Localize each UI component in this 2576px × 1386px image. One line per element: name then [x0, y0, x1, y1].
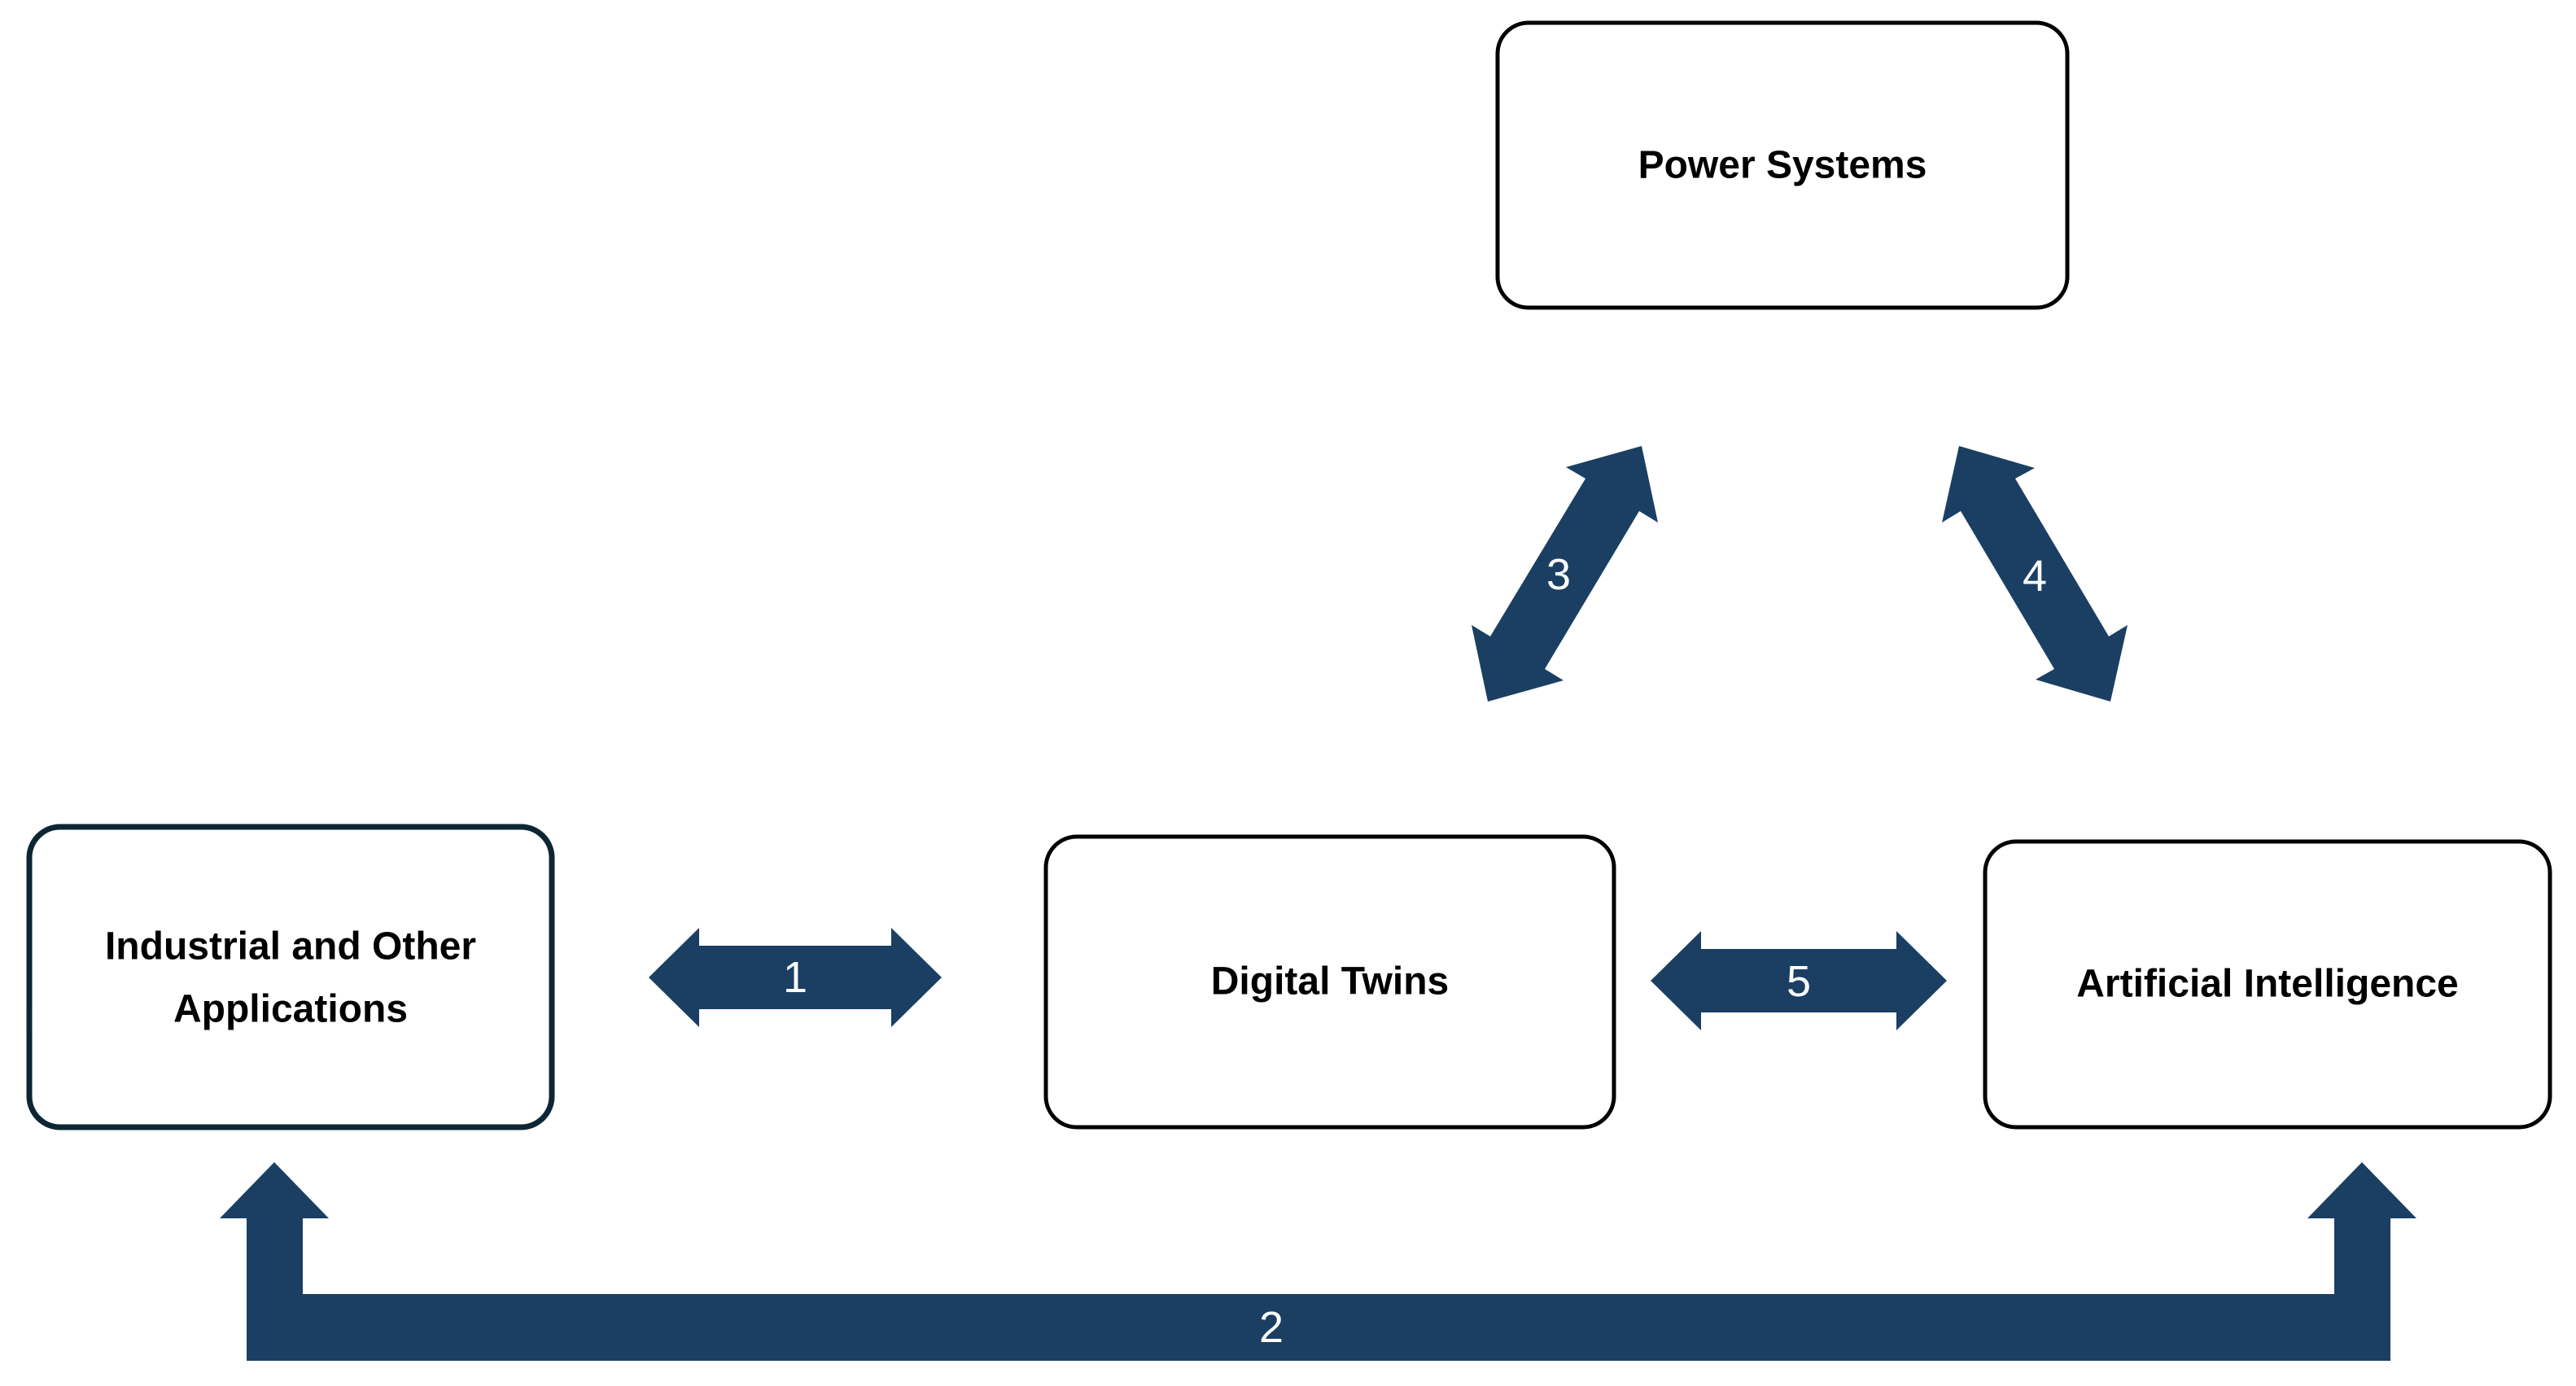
edge-label-2: 2: [1259, 1303, 1284, 1352]
node-label-industrial-applications-line1: Industrial and Other: [105, 925, 476, 968]
node-label-digital-twins: Digital Twins: [1211, 960, 1449, 1003]
edge-arrow-4-power-systems-artificial-intelligence: [1942, 446, 2128, 702]
node-label-power-systems: Power Systems: [1638, 144, 1927, 187]
edge-label-1: 1: [783, 953, 807, 1002]
edge-arrow-3-digital-twins-power-systems: [1472, 446, 1658, 702]
edge-label-4: 4: [2023, 552, 2047, 601]
node-label-industrial-applications-line2: Applications: [173, 988, 408, 1031]
edge-label-5: 5: [1787, 957, 1811, 1006]
edge-arrow-2-industrial-artificial-intelligence: [220, 1162, 2416, 1361]
edge-arrow-1-industrial-digital-twins: [649, 928, 942, 1027]
node-box-power-systems: [1495, 20, 2070, 310]
edge-label-3: 3: [1546, 550, 1571, 599]
node-label-artificial-intelligence: Artificial Intelligence: [2076, 963, 2458, 1006]
node-box-artificial-intelligence: [1983, 839, 2552, 1130]
node-box-digital-twins: [1043, 834, 1616, 1130]
edge-arrow-5-digital-twins-artificial-intelligence: [1651, 931, 1947, 1030]
node-box-industrial-applications: [26, 824, 555, 1130]
